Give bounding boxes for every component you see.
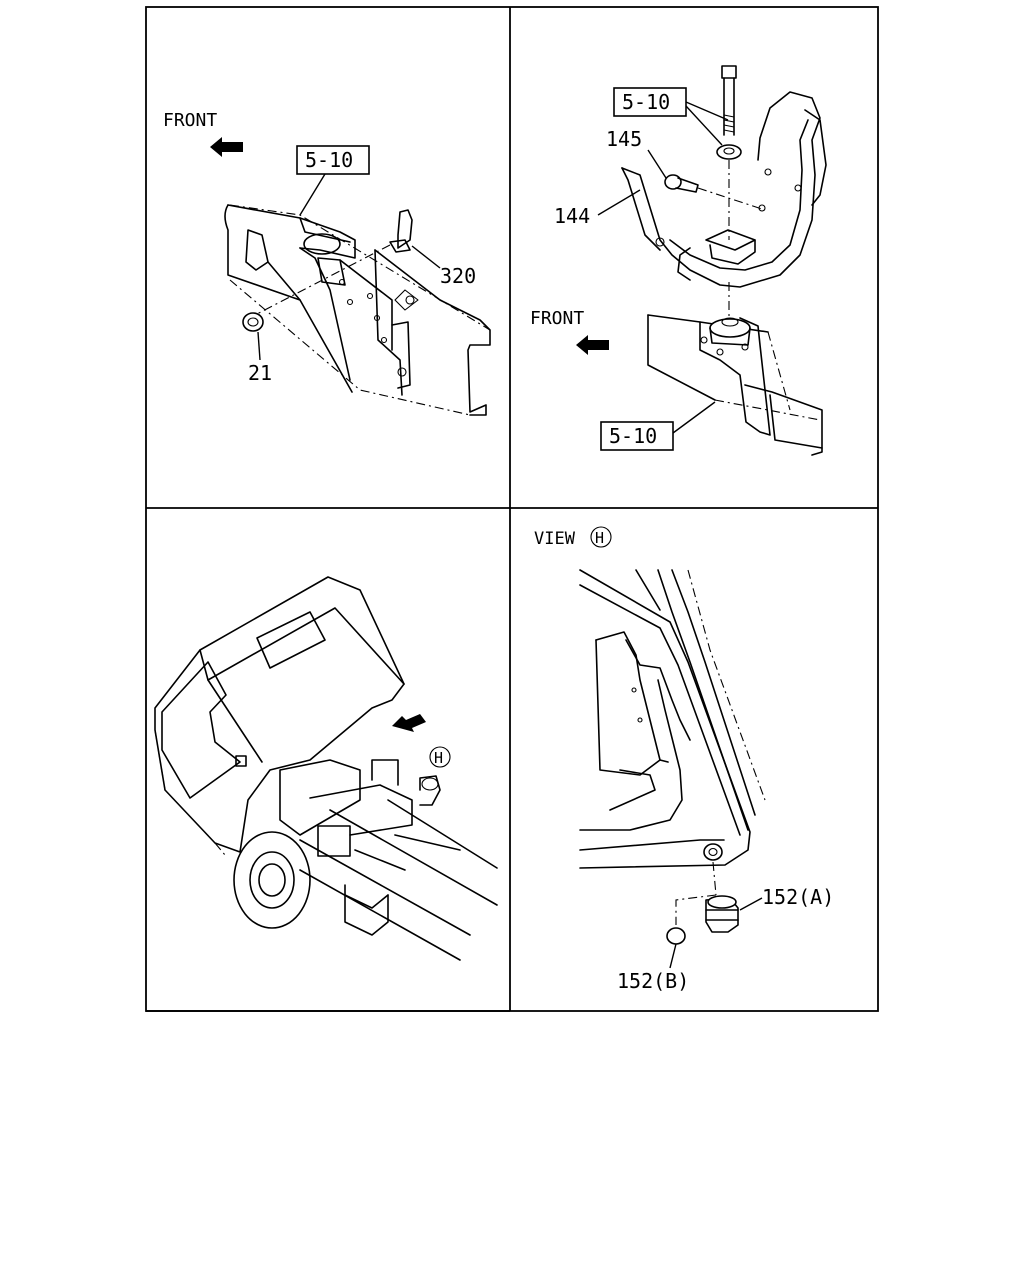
truck-chassis xyxy=(279,759,498,961)
panel-top-right: 5-10 145 144 xyxy=(530,65,827,456)
truck-wheel xyxy=(233,831,311,929)
ref-box-5-10-top xyxy=(613,87,687,117)
callout-21: 21 xyxy=(248,361,272,385)
view-marker-h: H xyxy=(429,746,451,768)
panel-top-left: FRONT 5-10 xyxy=(163,110,491,416)
plug-152-b xyxy=(666,927,686,945)
panel-frames xyxy=(145,6,879,1012)
ref-box-5-10-bottom xyxy=(600,421,674,451)
clip-320 xyxy=(254,209,413,316)
panel-bottom-right: VIEW H xyxy=(534,526,834,993)
callout-144: 144 xyxy=(554,204,590,228)
frame-bracket-assembly xyxy=(224,204,491,416)
view-marker-h-2: H xyxy=(590,526,612,548)
view-direction-arrow-icon xyxy=(392,714,426,732)
callout-152-a: 152(A) xyxy=(762,885,834,909)
callout-320: 320 xyxy=(440,264,476,288)
ref-box-5-10 xyxy=(296,145,370,175)
nut-21 xyxy=(242,312,264,332)
front-label: FRONT xyxy=(163,110,217,131)
callout-152-b: 152(B) xyxy=(617,969,689,993)
ref-box-bottom-label: 5-10 xyxy=(609,424,657,448)
frame-rail-mount xyxy=(647,314,823,456)
front-label-2: FRONT xyxy=(530,308,584,329)
view-marker-letter: H xyxy=(434,749,443,767)
front-arrow-icon xyxy=(210,137,243,157)
panel-bottom-left: H xyxy=(154,576,498,961)
view-label: VIEW xyxy=(534,529,576,549)
plug-152-a xyxy=(705,895,739,933)
drain-hole xyxy=(703,843,723,861)
truck-cab xyxy=(154,576,405,856)
ref-box-label: 5-10 xyxy=(305,148,353,172)
front-arrow-icon-2 xyxy=(576,335,609,355)
cab-mount-bracket xyxy=(621,91,827,288)
cab-floor-underside xyxy=(579,569,766,869)
bolt-145 xyxy=(664,174,766,211)
mount-bolt xyxy=(716,65,742,240)
view-marker-letter-2: H xyxy=(595,529,604,547)
ref-box-top-label: 5-10 xyxy=(622,90,670,114)
callout-145: 145 xyxy=(606,127,642,151)
